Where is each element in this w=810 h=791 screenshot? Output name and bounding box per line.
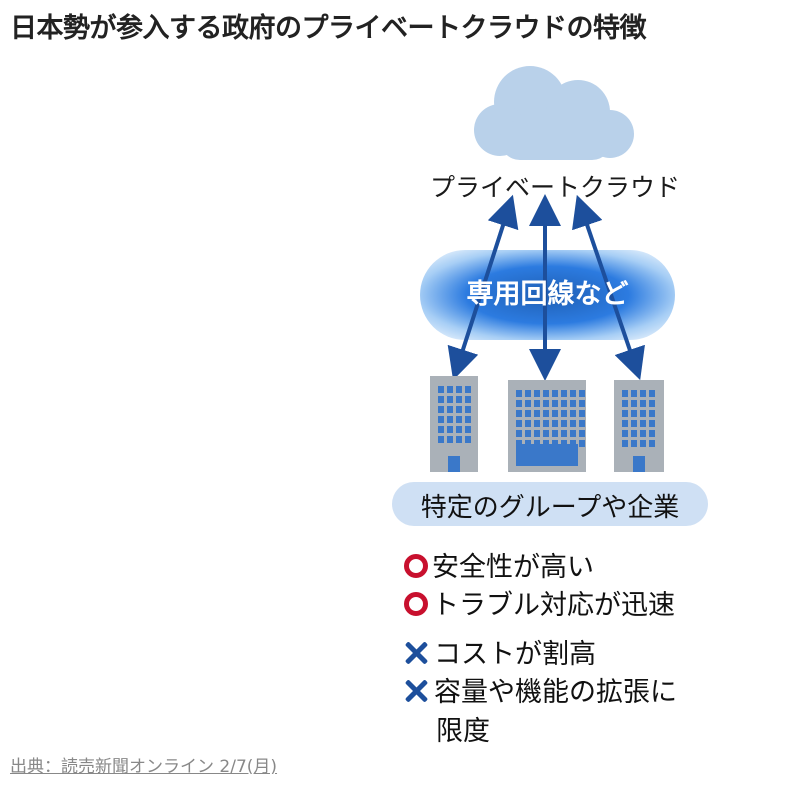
circle-icon (404, 554, 428, 578)
con-item: 容量や機能の拡張に 限度 (402, 670, 677, 748)
pro-text: トラブル対応が迅速 (432, 590, 675, 621)
con-text: 容量や機能の拡張に (434, 677, 677, 708)
cloud-icon (474, 66, 634, 160)
building-icon (614, 380, 664, 472)
building-icon (430, 376, 478, 472)
circle-icon (404, 592, 428, 616)
group-pill (392, 482, 708, 526)
con-text-continued: 限度 (436, 716, 490, 747)
con-item: コストが割高 (402, 632, 596, 671)
con-text: コストが割高 (434, 639, 596, 670)
arrow-left (447, 194, 519, 381)
pro-item: 安全性が高い (402, 545, 594, 584)
private-cloud-diagram: プライベートクラウド 専用回線など (380, 50, 720, 750)
cross-icon (402, 677, 430, 705)
connection-label: 専用回線など (466, 279, 629, 310)
building-icon (508, 380, 586, 472)
source-link[interactable]: 出典：読売新聞オンライン 2/7(月) (10, 757, 278, 777)
pro-text: 安全性が高い (432, 552, 594, 583)
cross-icon (402, 639, 430, 667)
connection-arrows (447, 194, 645, 381)
pro-item: トラブル対応が迅速 (402, 583, 675, 622)
group-label: 特定のグループや企業 (420, 493, 680, 523)
page-title: 日本勢が参入する政府のプライベートクラウドの特徴 (10, 13, 647, 44)
arrow-right (572, 194, 645, 381)
